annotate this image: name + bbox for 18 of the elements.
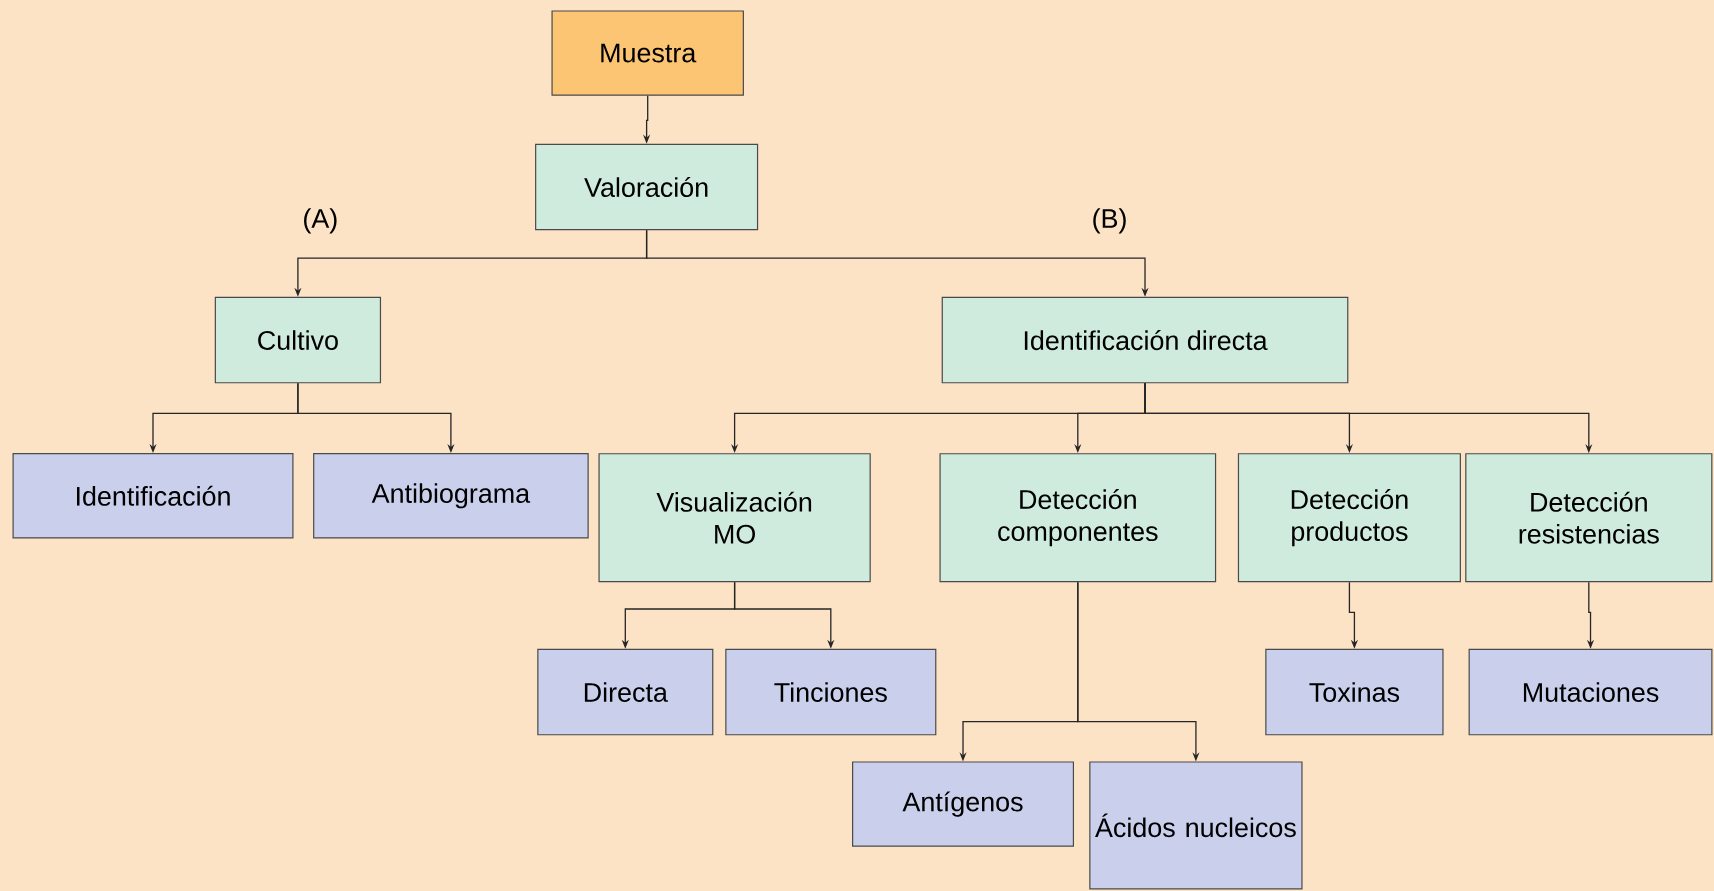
process-box: Mutaciones	[1468, 648, 1713, 736]
process-box: Visualización MO	[598, 453, 871, 583]
process-box: Identificación directa	[941, 296, 1349, 384]
branch-label: (B)	[1093, 208, 1126, 234]
process-box: Directa	[537, 648, 714, 736]
process-box: Muestra	[551, 10, 744, 96]
process-box: Antígenos	[852, 761, 1074, 847]
process-box: Valoración	[535, 143, 759, 231]
process-box: Detección resistencias	[1465, 453, 1713, 583]
process-box: Cultivo	[214, 296, 382, 384]
process-box: Toxinas	[1265, 648, 1444, 736]
process-box: Ácidos nucleicos	[1089, 761, 1303, 890]
process-box: Detección productos	[1237, 453, 1461, 583]
process-box: Identificación	[12, 453, 294, 539]
process-box: Antibiograma	[313, 453, 589, 539]
branch-label: (A)	[304, 208, 337, 234]
process-box: Tinciones	[725, 648, 937, 736]
process-box: Detección componentes	[939, 453, 1217, 583]
